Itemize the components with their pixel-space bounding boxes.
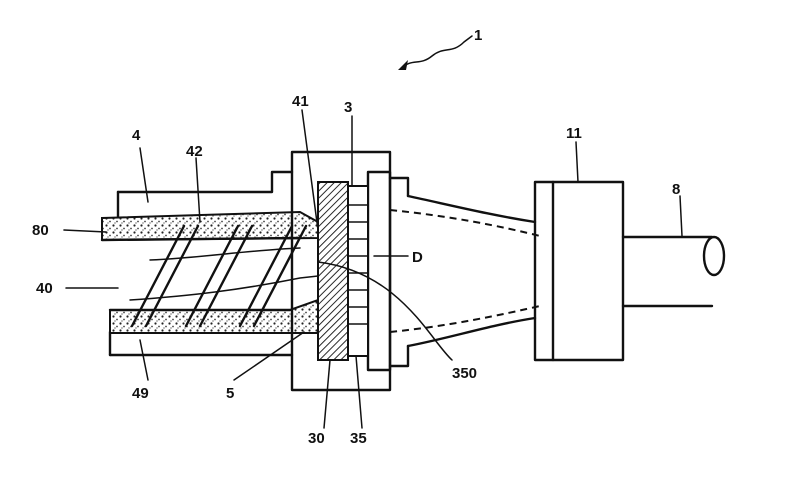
label-screw-flight: 42 <box>186 143 203 160</box>
label-die-ring: 30 <box>308 430 325 447</box>
label-assembly: 1 <box>474 27 482 44</box>
label-die-plate: 3 <box>344 99 352 116</box>
inner-dash-top <box>389 209 541 237</box>
flange-plate <box>366 170 392 372</box>
label-bore: 41 <box>292 93 309 110</box>
screen-holes <box>347 204 369 325</box>
barrel <box>108 170 294 357</box>
leader-lines <box>63 109 683 429</box>
cable-end <box>702 235 726 277</box>
label-material-layer: 80 <box>32 222 49 239</box>
label-screw-core: 40 <box>36 280 53 297</box>
label-housing: 49 <box>132 385 149 402</box>
label-screen: 35 <box>350 430 367 447</box>
assembly-arrowhead <box>398 60 408 70</box>
die-plate <box>317 181 349 361</box>
label-filter-outlet: 350 <box>452 365 477 382</box>
label-cable: 8 <box>672 181 680 198</box>
cone-bottom <box>406 316 537 348</box>
label-gap: 5 <box>226 385 234 402</box>
cutter-head <box>533 180 625 362</box>
flange-step-top <box>388 176 410 198</box>
cone-top <box>406 194 537 224</box>
inner-dash-bottom <box>389 305 541 333</box>
die-ring <box>347 185 369 357</box>
assembly-leader <box>401 35 473 69</box>
flange-step-bottom <box>388 344 410 368</box>
label-cutter-head: 11 <box>566 125 582 142</box>
screw-flights <box>130 224 308 328</box>
screw-core <box>100 236 302 242</box>
label-flow-zone: D <box>412 249 423 266</box>
label-barrel: 4 <box>132 127 141 144</box>
screw-core-shaft <box>129 275 319 301</box>
material-layer-bottom <box>109 298 319 334</box>
